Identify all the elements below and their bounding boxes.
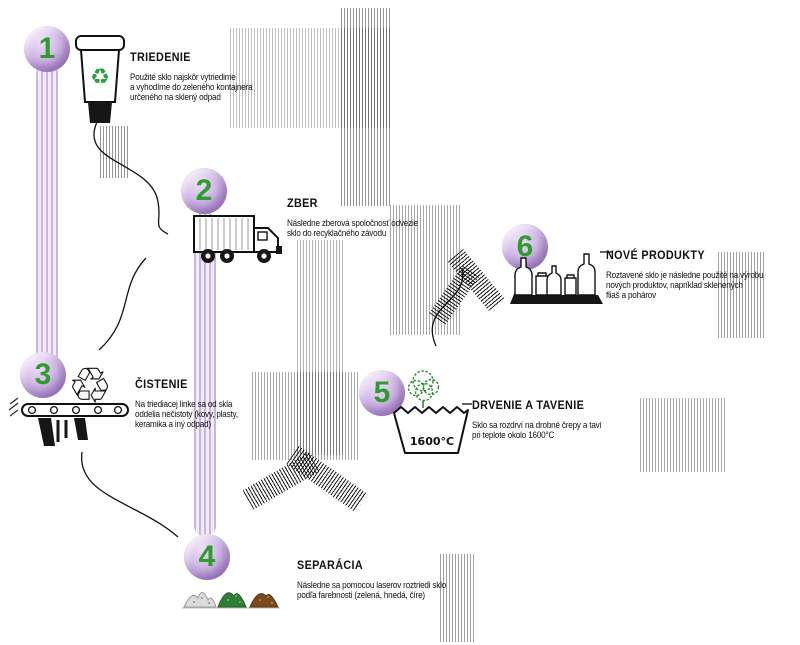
step-4-line: podľa farebnosti (zelená, hnedá, číre): [297, 590, 425, 600]
glass-color-piles-icon: [182, 592, 280, 609]
step-4-number: 4: [198, 540, 216, 573]
hatch-decoration: [640, 398, 726, 472]
step-5-line: pri teplote okolo 1600°C: [472, 430, 555, 440]
step-6-line: nových produktov, napríklad sklenených: [606, 280, 743, 290]
step-2-text: ZBER Následne zberová spoločnosť odvezie…: [287, 196, 432, 238]
step-1-badge: 1: [24, 26, 70, 72]
step-1-title: TRIEDENIE: [130, 50, 191, 64]
step-3-line: Na triediacej linke sa od skla: [135, 399, 233, 409]
connector-step3-step4: [81, 451, 179, 538]
recycle-symbol-icon: ♻: [90, 65, 110, 90]
hatch-decoration: [297, 240, 345, 455]
hatch-decoration: [252, 372, 360, 460]
conveyor-recycle-icon: ♻: [8, 357, 129, 446]
step-5-line: Sklo sa rozdrví na drobné črepy a taví: [472, 420, 602, 430]
step-1-text: TRIEDENIE Použité sklo najskôr vytriedim…: [130, 50, 266, 102]
step-2-number: 2: [195, 174, 213, 207]
step-6-title: NOVÉ PRODUKTY: [606, 248, 705, 262]
step-4-title: SEPARÁCIA: [297, 558, 364, 572]
melting-pot-icon: 1600°C: [393, 370, 469, 454]
striped-ribbon-arrow: [286, 445, 368, 513]
step-3-line: keramika a iný odpad): [135, 419, 211, 429]
lavender-trail: [36, 64, 58, 366]
step-3-title: ČISTENIE: [135, 377, 188, 391]
step-1-line: Použité sklo najskôr vytriedime: [130, 72, 236, 82]
striped-ribbon-arrow: [429, 265, 479, 325]
hatch-decoration: [341, 8, 391, 206]
step-5-badge: 5: [359, 370, 405, 416]
step-6-text: NOVÉ PRODUKTY Roztavené sklo je následne…: [606, 248, 781, 300]
step-1-line: a vyhodíme do zeleného kontajnera: [130, 82, 253, 92]
step-2-title: ZBER: [287, 196, 318, 210]
step-6-number: 6: [516, 230, 534, 263]
step-6-line: Roztavené sklo je následne použité na vý…: [606, 270, 764, 280]
connector-step5-step6: [431, 267, 464, 347]
step-3-line: oddelia nečistoty (kovy, plasty,: [135, 409, 238, 419]
hatch-decoration: [100, 126, 128, 178]
garbage-truck-icon: [193, 215, 282, 263]
step-5-text: DRVENIE A TAVENIE Sklo sa rozdrví na dro…: [472, 398, 616, 440]
step-6-line: fliaš a pohárov: [606, 290, 656, 300]
step-3-badge: 3: [20, 352, 66, 398]
waste-bin-icon: ♻: [75, 35, 125, 123]
striped-ribbon-arrow: [447, 249, 505, 311]
step-2-line: Následne zberová spoločnosť odvezie: [287, 218, 418, 228]
step-4-line: Následne sa pomocou laserov roztriedi sk…: [297, 580, 447, 590]
step-4-text: SEPARÁCIA Následne sa pomocou laserov ro…: [297, 558, 463, 600]
step-5-number: 5: [373, 376, 391, 409]
step-3-text: ČISTENIE Na triediacej linke sa od skla …: [135, 377, 249, 429]
connector-step1-step2: [93, 121, 169, 235]
furnace-temperature-label: 1600°C: [410, 435, 454, 448]
step-6-badge: 6: [502, 224, 548, 270]
step-5-title: DRVENIE A TAVENIE: [472, 398, 585, 412]
step-1-number: 1: [38, 32, 56, 65]
connector-step2-step3: [98, 257, 147, 351]
step-2-line: sklo do recyklačného závodu: [287, 228, 387, 238]
step-1-line: určeného na sklený odpad: [130, 92, 221, 102]
green-scribble-icon: [407, 370, 440, 402]
striped-ribbon-arrow: [242, 452, 320, 510]
step-2-badge: 2: [181, 168, 227, 214]
step-4-badge: 4: [184, 534, 230, 580]
glass-bottles-icon: [510, 253, 603, 304]
step-3-number: 3: [34, 358, 52, 391]
